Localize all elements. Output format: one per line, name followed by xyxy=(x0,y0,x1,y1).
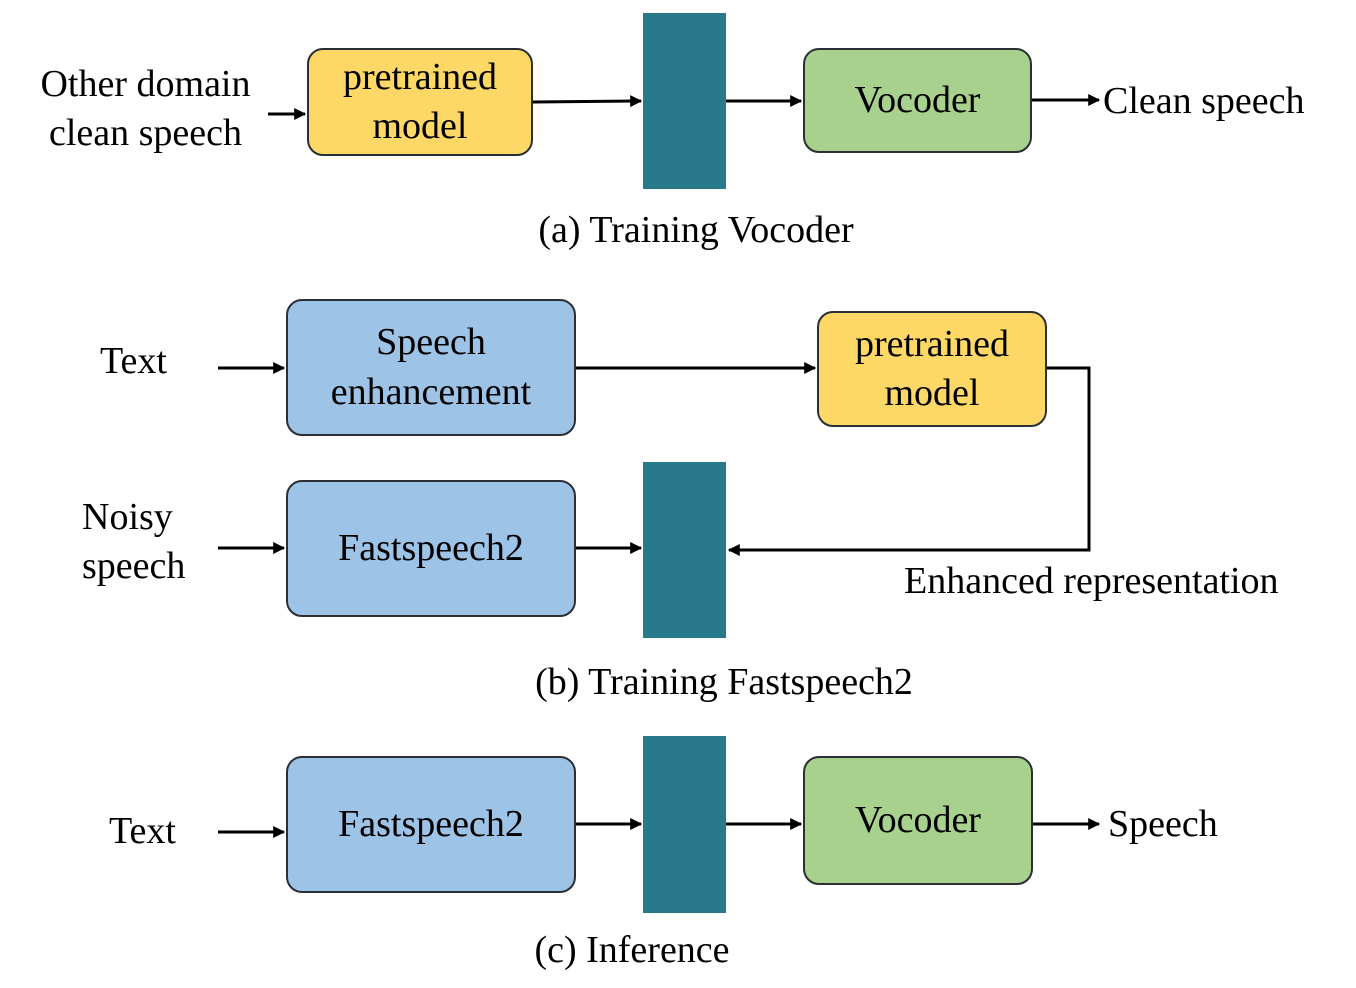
panel-a-output-label: Clean speech xyxy=(1103,80,1305,122)
panel-a-input-label: Other domain clean speech xyxy=(40,63,251,155)
panel-a-representation-block xyxy=(643,13,726,189)
panel-c-text-label: Text xyxy=(109,810,176,852)
panel-c-output-label: Speech xyxy=(1108,803,1218,845)
panel-b-text-label: Text xyxy=(100,340,167,382)
panel-c-representation-block xyxy=(643,736,726,913)
panel-b-noisy-speech-label: Noisy speech xyxy=(82,496,186,588)
panel-b-pretrained-model-box: pretrained model xyxy=(817,311,1047,427)
panel-b-enhanced-representation-label: Enhanced representation xyxy=(904,560,1279,602)
panel-a-caption: (a) Training Vocoder xyxy=(538,209,854,251)
panel-c-caption: (c) Inference xyxy=(534,929,730,971)
panel-b-speech-enhancement-box: Speech enhancement xyxy=(286,299,576,436)
arrow-a-pretrained-to-block xyxy=(532,95,643,108)
panel-c-vocoder-box: Vocoder xyxy=(803,756,1033,885)
panel-a-pretrained-model-box: pretrained model xyxy=(307,48,533,156)
panel-b-representation-block xyxy=(643,462,726,638)
panel-b-caption: (b) Training Fastspeech2 xyxy=(535,661,913,703)
panel-b-fastspeech2-box: Fastspeech2 xyxy=(286,480,576,617)
panel-c-fastspeech2-box: Fastspeech2 xyxy=(286,756,576,893)
panel-a-vocoder-box: Vocoder xyxy=(803,48,1032,153)
